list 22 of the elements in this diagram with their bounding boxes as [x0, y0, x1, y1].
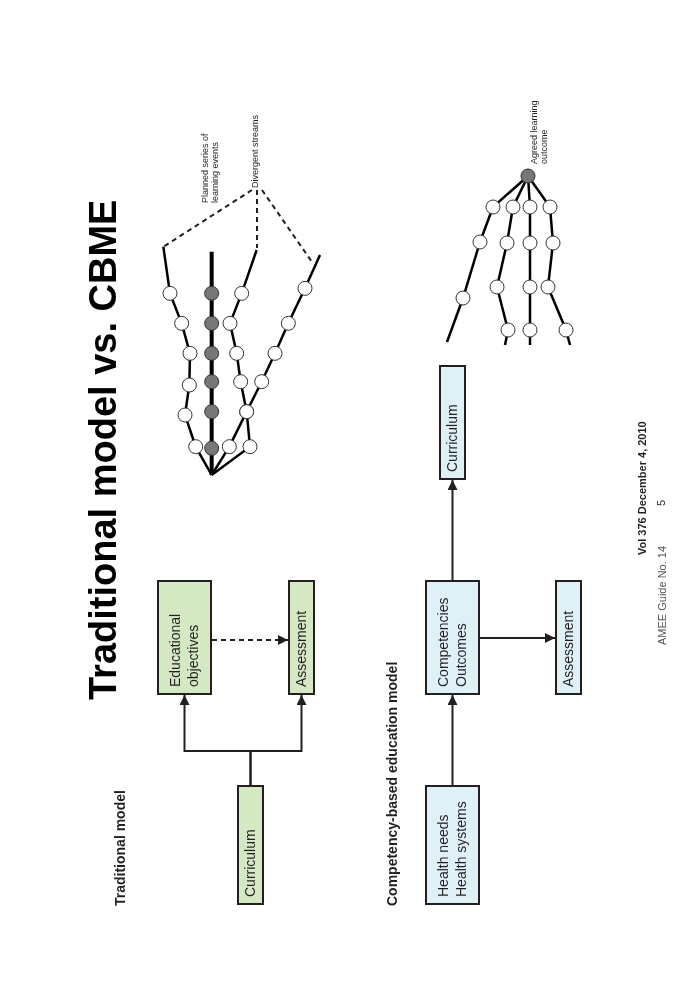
- process-box: Assessment: [555, 580, 582, 695]
- slide-title: Traditional model vs. CBME: [84, 199, 122, 700]
- process-box: Competencies Outcomes: [425, 580, 480, 695]
- arrow: [447, 694, 458, 786]
- process-box: Curriculum: [237, 785, 264, 905]
- process-box: Educational objectives: [157, 580, 212, 695]
- tree-diagram-drawing: [162, 246, 322, 476]
- section-heading: Traditional model: [112, 790, 128, 906]
- arrow: [447, 479, 458, 581]
- arrow: [479, 633, 556, 643]
- section-heading: Competency-based education model: [384, 661, 400, 906]
- arrow: [211, 635, 289, 645]
- arrow: [249, 694, 307, 786]
- callout-label: Planned series of learning events: [200, 132, 221, 203]
- process-box: Health needs Health systems: [425, 785, 480, 905]
- callout-label: Agreed learning outcome: [529, 99, 550, 164]
- callout-label: Divergent streams: [250, 114, 261, 188]
- process-box: Assessment: [288, 580, 315, 695]
- process-box: Curriculum: [439, 365, 466, 480]
- page-number: 5: [655, 499, 667, 506]
- guide-reference: AMEE Guide No. 14: [656, 545, 668, 645]
- citation-text: Vol 376 December 4, 2010: [636, 421, 648, 555]
